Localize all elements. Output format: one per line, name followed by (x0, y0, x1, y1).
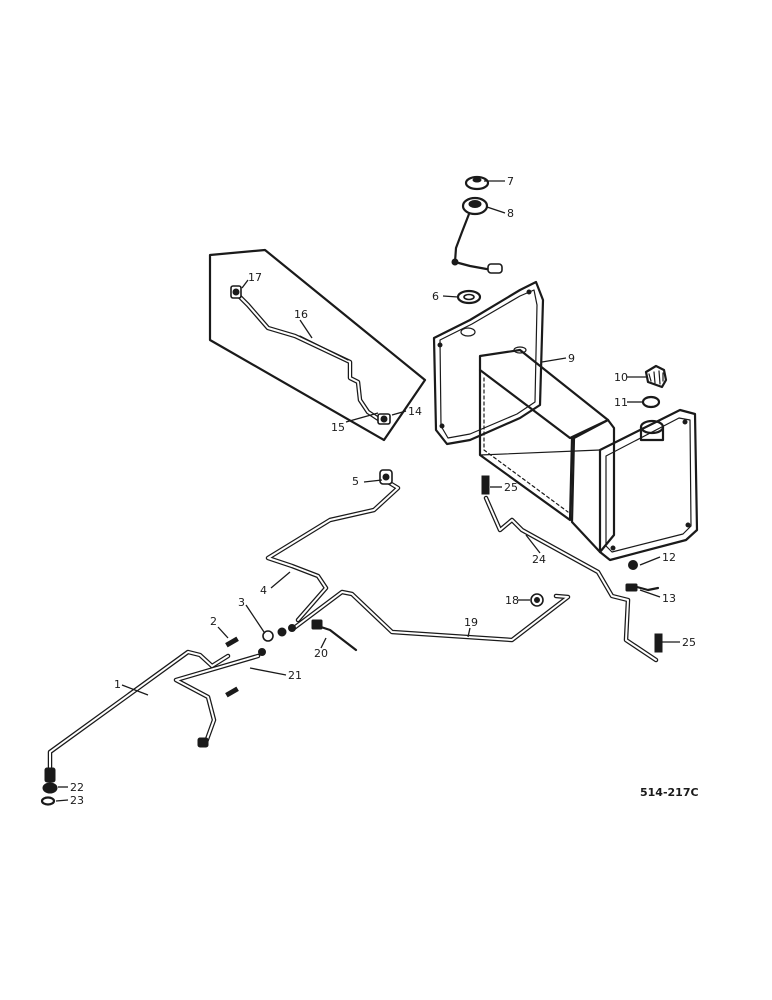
callout-17: 17 (248, 271, 262, 284)
callout-21: 21 (288, 669, 302, 682)
callout-13: 13 (662, 592, 676, 605)
callout-23: 23 (70, 794, 84, 807)
drawing-number: 514-217C (640, 786, 699, 799)
callout-22: 22 (70, 781, 84, 794)
callout-19: 19 (464, 616, 478, 629)
callout-25-top: 25 (504, 481, 518, 494)
callout-25-bottom: 25 (682, 636, 696, 649)
callout-6: 6 (432, 290, 439, 303)
callout-9: 9 (568, 352, 575, 365)
callout-labels: 7 8 6 9 10 11 12 13 14 15 16 17 5 4 3 2 … (70, 175, 696, 807)
fuel-tank (432, 280, 699, 562)
callout-10: 10 (614, 371, 628, 384)
callout-12: 12 (662, 551, 676, 564)
callout-5: 5 (352, 475, 359, 488)
callout-8: 8 (507, 207, 514, 220)
leader-lines (55, 180, 680, 802)
fuel-lines (40, 469, 663, 806)
fuel-gauge-sender (451, 175, 503, 305)
callout-14: 14 (408, 405, 422, 418)
callout-4: 4 (260, 584, 267, 597)
callout-3: 3 (238, 596, 245, 609)
callout-18: 18 (505, 594, 519, 607)
callout-11: 11 (614, 396, 628, 409)
callout-24: 24 (532, 553, 546, 566)
callout-2: 2 (210, 615, 217, 628)
filler-cap (641, 364, 668, 409)
inset-detail (208, 248, 427, 442)
callout-16: 16 (294, 308, 308, 321)
callout-15: 15 (331, 421, 345, 434)
callout-20: 20 (314, 647, 328, 660)
callout-1: 1 (114, 678, 121, 691)
callout-7: 7 (507, 175, 514, 188)
